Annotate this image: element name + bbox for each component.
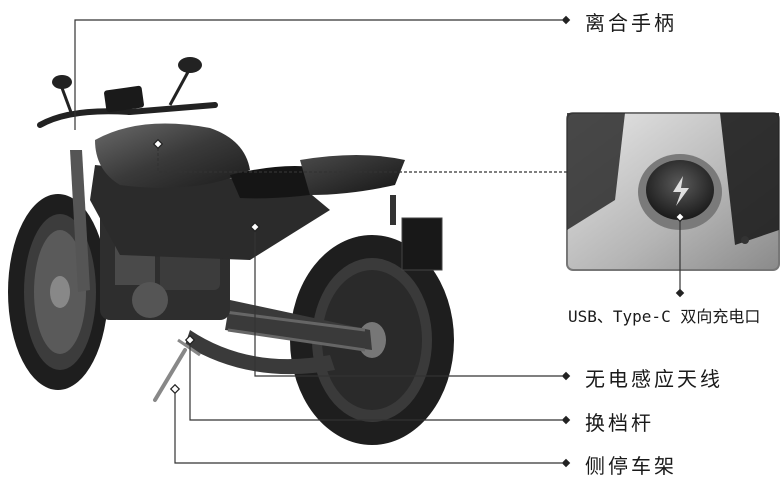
- antenna-leader: [254, 230, 562, 377]
- tail-section: [300, 155, 405, 195]
- left-mirror: [52, 75, 72, 89]
- usb-leader-dashed: [157, 148, 567, 173]
- swingarm: [225, 300, 372, 350]
- shifter-leader: [189, 343, 562, 421]
- kickstand-leader: [174, 393, 562, 464]
- right-mirror: [178, 57, 202, 73]
- license-plate: [401, 217, 443, 271]
- diamond-marker: [561, 458, 571, 468]
- lightning-icon: [673, 176, 689, 206]
- front-fork: [70, 150, 90, 292]
- callout-lines: [74, 19, 681, 464]
- plate-bracket: [390, 195, 396, 225]
- diamond-marker: [152, 138, 164, 150]
- callout-shifter-label: 换档杆: [585, 411, 654, 435]
- usb-port-inset: [566, 112, 780, 271]
- diamond-marker: [184, 334, 196, 346]
- diamond-marker: [169, 383, 181, 395]
- right-mirror-stem: [168, 71, 190, 106]
- callout-antenna-label: 无电感应天线: [585, 367, 723, 391]
- diamond-marker: [675, 288, 685, 298]
- callout-markers: [152, 138, 686, 395]
- diamond-marker: [561, 371, 571, 381]
- callout-usb-label: USB、Type-C 双向充电口: [568, 307, 761, 326]
- kickstand: [153, 348, 187, 402]
- handlebar: [37, 102, 218, 128]
- shift-lever: [177, 338, 201, 357]
- exhaust: [185, 330, 335, 375]
- fuel-tank: [95, 123, 250, 188]
- diamond-marker: [561, 15, 571, 25]
- callout-end-markers: [561, 15, 685, 468]
- callout-clutch-label: 离合手柄: [585, 11, 677, 35]
- rear-wheel: [290, 235, 454, 445]
- diamond-marker: [249, 221, 261, 233]
- diamond-marker: [674, 211, 686, 223]
- instrument-dash: [104, 85, 144, 113]
- callout-kickstand-label: 侧停车架: [585, 454, 677, 478]
- diamond-marker: [561, 415, 571, 425]
- chain: [224, 310, 366, 352]
- front-wheel: [8, 194, 108, 390]
- clutch-leader: [74, 19, 562, 130]
- left-mirror-stem: [60, 87, 74, 116]
